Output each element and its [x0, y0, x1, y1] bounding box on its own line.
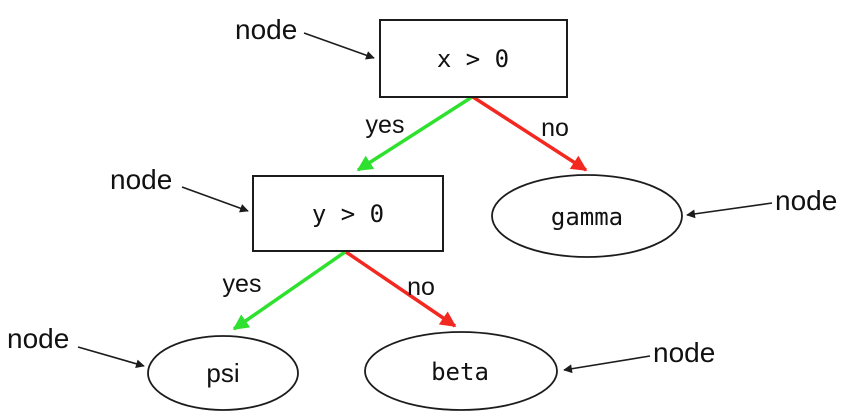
- node-root-label: x > 0: [437, 45, 509, 73]
- edge-label-no-upper: no: [541, 114, 569, 142]
- annotation-label-gamma: node: [775, 185, 837, 216]
- edge-yes-root-to-cond2: [356, 95, 473, 172]
- node-beta-ellipse: [364, 331, 558, 411]
- annotation-arrow-root: [303, 32, 375, 60]
- edge-yes-cond2-to-psi: [232, 250, 346, 331]
- annotation-arrow-psi: [77, 346, 145, 369]
- edge-no-cond2-to-beta: [345, 250, 457, 328]
- annotation-arrow-beta: [563, 355, 651, 374]
- node-gamma-ellipse: [491, 174, 683, 258]
- node-psi-label: psi: [206, 358, 239, 388]
- node-psi-ellipse: [147, 335, 299, 411]
- annotation-label-cond2: node: [110, 164, 172, 195]
- edge-label-yes-upper: yes: [366, 111, 405, 139]
- annotation-label-root: node: [235, 14, 297, 45]
- node-beta-label: beta: [431, 358, 489, 386]
- edge-label-yes-lower: yes: [223, 270, 262, 298]
- edge-no-root-to-gamma: [472, 95, 588, 172]
- edge-label-no-lower: no: [407, 273, 435, 301]
- node-gamma-label: gamma: [551, 203, 623, 231]
- annotation-arrow-gamma: [686, 202, 773, 219]
- node-root-rect: [379, 19, 568, 98]
- node-cond2-rect: [252, 175, 444, 252]
- node-cond2-label: y > 0: [312, 200, 384, 228]
- annotation-label-psi: node: [7, 323, 69, 354]
- annotation-label-beta: node: [653, 337, 715, 368]
- annotation-arrow-cond2: [181, 186, 249, 213]
